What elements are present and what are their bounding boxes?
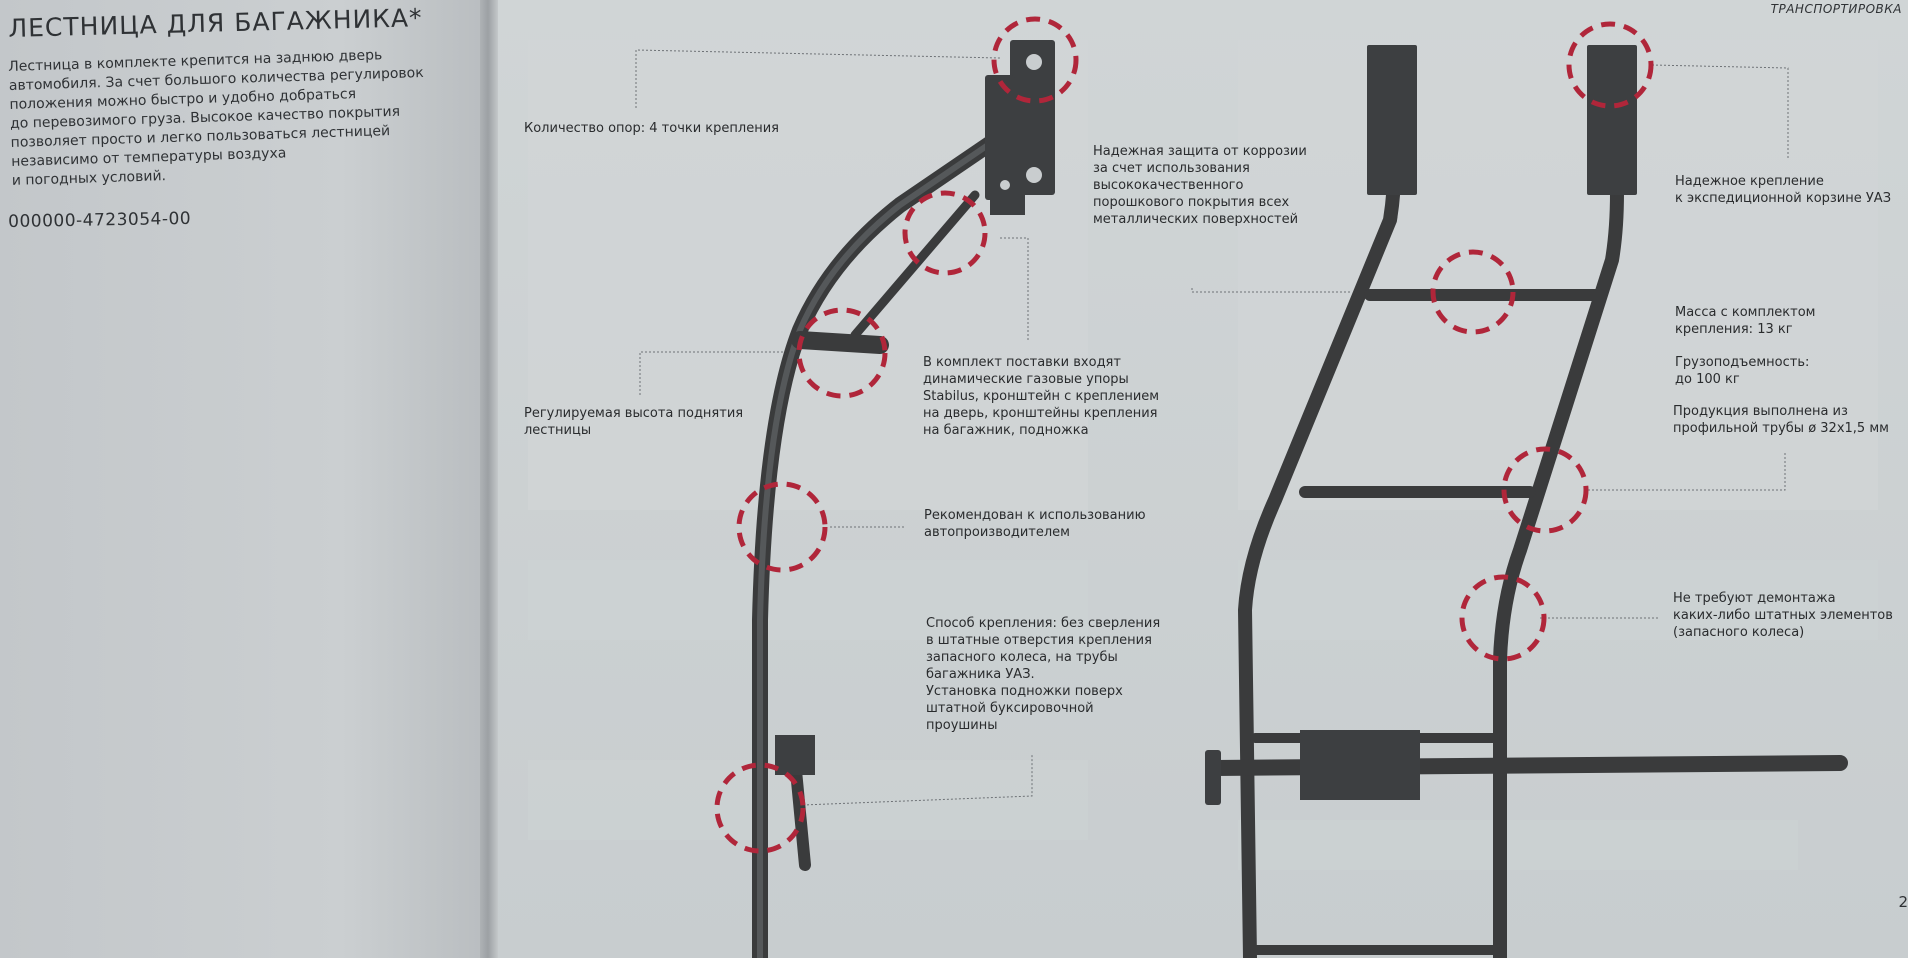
callout-line: на багажник, подножка [923,423,1089,438]
callout-line: Надежное крепление [1675,174,1824,189]
callout-line: автопроизводителем [924,525,1070,540]
left-page [0,0,488,958]
callout-line: запасного колеса, на трубы [926,650,1118,665]
highlight-circle [1501,446,1589,534]
highlight-circle [796,307,888,399]
background-panel [1238,820,1798,870]
callout-line: профильной трубы ø 32х1,5 мм [1673,421,1889,436]
callout-no-removal: Не требуют демонтажа каких-либо штатных … [1673,590,1893,641]
front-brackets [1205,45,1637,805]
callout-line: Не требуют демонтажа [1673,591,1836,606]
callout-line: крепления: 13 кг [1675,322,1793,337]
callout-line: В комплект поставки входят [923,355,1121,370]
page-number: 2 [1898,893,1908,911]
section-label: ТРАНСПОРТИРОВКА [1770,2,1902,16]
callout-line: Продукция выполнена из [1673,404,1848,419]
callout-line: Надежная защита от коррозии [1093,144,1307,159]
callout-line: Способ крепления: без сверления [926,616,1161,631]
callout-corrosion: Надежная защита от коррозии за счет испо… [1093,143,1307,228]
callout-line: проушины [926,718,998,733]
callout-line: Рекомендован к использованию [924,508,1146,523]
callout-line: высококачественного [1093,178,1244,193]
highlight-circle [714,762,806,854]
highlight-circle [736,481,828,573]
callout-line: лестницы [524,423,592,438]
callout-line: Грузоподъемность: [1675,355,1810,370]
background-panel [1238,560,1878,640]
callout-height: Регулируемая высота поднятия лестницы [524,405,743,439]
background-panel [528,560,1088,640]
highlight-circle [991,16,1079,104]
callout-line: до 100 кг [1675,372,1740,387]
callout-line: Stabilus, кронштейн с креплением [923,389,1160,404]
callout-line: Масса с комплектом [1675,305,1816,320]
callout-line: в штатные отверстия крепления [926,633,1152,648]
callout-line: динамические газовые упоры [923,372,1129,387]
highlight-markers [714,16,1654,854]
side-ladder [752,122,1018,958]
callout-tube: Продукция выполнена из профильной трубы … [1673,403,1889,437]
callout-line: порошкового покрытия всех [1093,195,1290,210]
callout-line: каких-либо штатных элементов [1673,608,1893,623]
callout-line: штатной буксировочной [926,701,1094,716]
callout-line: Регулируемая высота поднятия [524,406,744,421]
callout-capacity: Грузоподъемность: до 100 кг [1675,354,1809,388]
callout-line: (запасного колеса) [1673,625,1805,640]
callout-basket: Надежное крепление к экспедиционной корз… [1675,173,1891,207]
callout-line: на дверь, кронштейны крепления [923,406,1158,421]
front-ladder [1207,101,1848,958]
callout-line: металлических поверхностей [1093,212,1299,227]
callout-line: к экспедиционной корзине УАЗ [1675,191,1892,206]
highlight-circle [1430,249,1516,335]
callout-mounting: Способ крепления: без сверления в штатны… [926,615,1160,734]
callout-line: Установка подножки поверх [926,684,1123,699]
highlight-circle [1459,574,1547,662]
callout-kit: В комплект поставки входят динамические … [923,354,1159,439]
callout-mass: Масса с комплектом крепления: 13 кг [1675,304,1815,338]
callout-line: за счет использования [1093,161,1250,176]
callout-supports: Количество опор: 4 точки крепления [524,120,779,137]
highlight-circle [1566,21,1654,109]
callout-line: Количество опор: 4 точки крепления [524,121,779,136]
highlight-circle [902,190,988,276]
callout-line: багажника УАЗ. [926,667,1035,682]
side-brackets [775,40,1055,775]
leader-lines [635,49,1789,806]
callout-recommended: Рекомендован к использованию автопроизво… [924,507,1146,541]
book-gutter [480,0,498,958]
